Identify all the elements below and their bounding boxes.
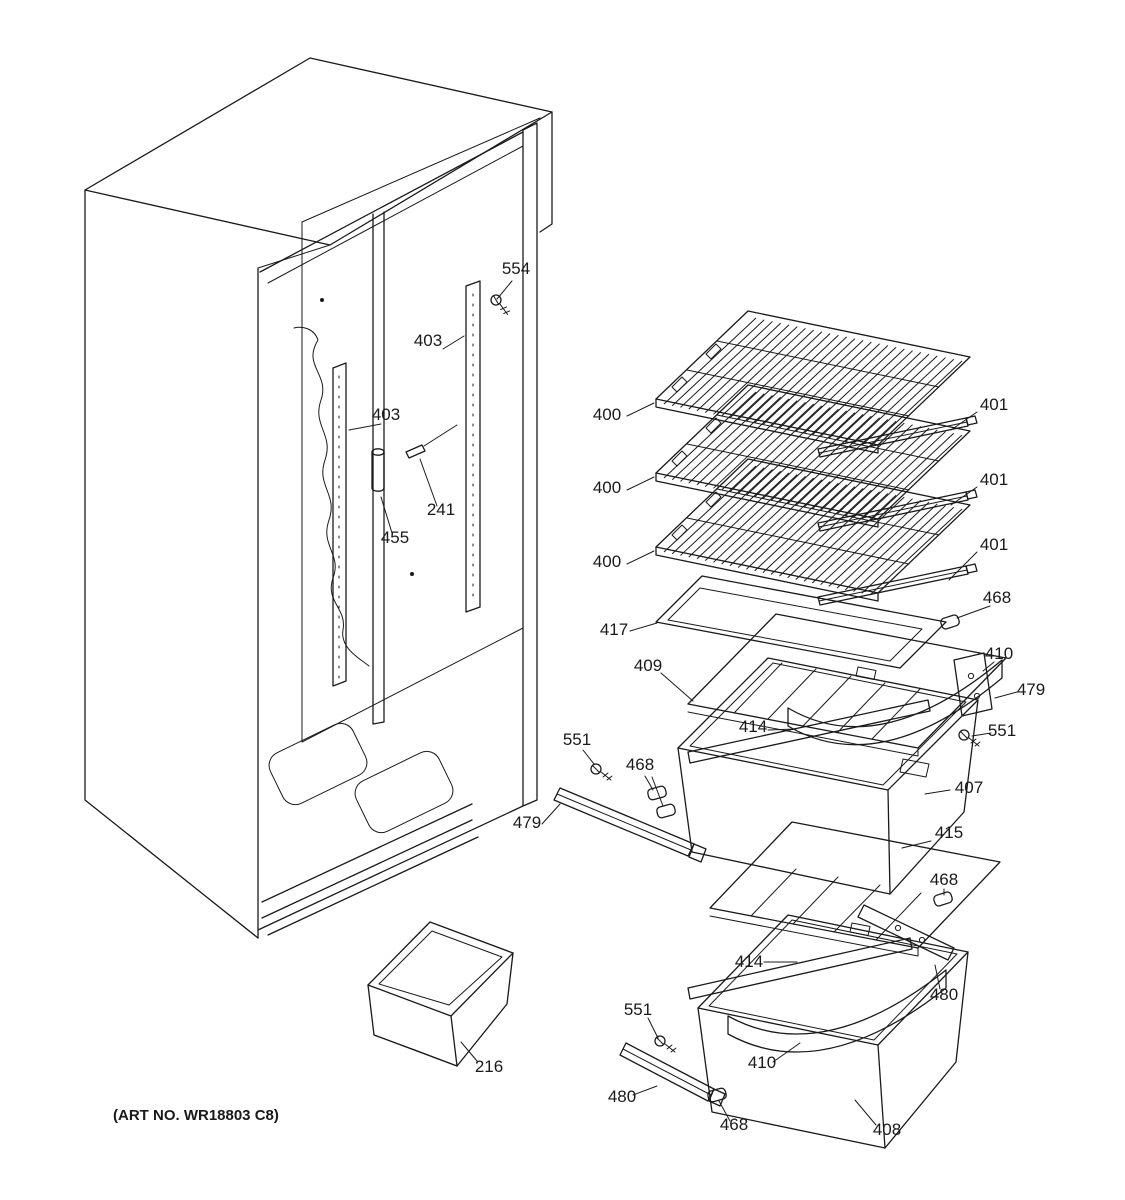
glass-shelf-415 [709,821,1001,957]
side-rail-401-1 [817,415,978,458]
part-label-551-right: 551 [988,721,1016,740]
part-label-409: 409 [634,656,662,675]
wire-shelf-400-2 [655,384,971,528]
bin-216 [367,921,514,1067]
rail-479-left [553,787,707,863]
part-label-468-4: 468 [720,1115,748,1134]
drawer-408 [697,914,969,1149]
part-label-400-3: 400 [593,552,621,571]
shelf-frame-417 [655,575,947,669]
leader-lines [348,280,1018,1126]
part-label-216: 216 [475,1057,503,1076]
part-label-468-1: 468 [983,588,1011,607]
drawer-front-414-upper [687,699,931,764]
part-labels: 554 403 403 400 401 400 401 400 401 241 … [113,259,1045,1139]
bracket-479-right [953,652,993,717]
shelf-frame-410-upper [787,659,1003,746]
drawer-407 [677,657,979,895]
part-label-468-3: 468 [930,870,958,889]
part-label-414-upper: 414 [739,717,767,736]
shelf-frame-410-lower [727,969,947,1053]
part-label-241: 241 [427,500,455,519]
part-label-415: 415 [935,823,963,842]
drawer-front-414-lower [687,937,913,1000]
part-label-554: 554 [502,259,530,278]
part-label-410-lower: 410 [748,1053,776,1072]
wire-shelf-400-1 [655,310,971,454]
side-rail-401-3 [817,563,978,606]
part-label-417: 417 [600,620,628,639]
part-241 [405,424,458,459]
part-label-551-lower: 551 [624,1000,652,1019]
screw-551-right [958,729,981,747]
side-rail-401-2 [817,489,978,532]
rail-480-left [619,1042,726,1107]
part-label-408: 408 [873,1120,901,1139]
part-label-468-2: 468 [626,755,654,774]
part-label-400-2: 400 [593,478,621,497]
screw-551-left [590,763,613,781]
part-label-403-right: 403 [414,331,442,350]
part-label-479-left: 479 [513,813,541,832]
part-label-401-3: 401 [980,535,1008,554]
floor-pan-slot [354,750,454,834]
glass-shelf-409 [687,613,1007,757]
part-label-407: 407 [955,778,983,797]
clip-468-b [655,802,677,820]
screw-554 [487,293,514,316]
part-label-455: 455 [381,528,409,547]
mounting-rail-403-left [332,362,347,687]
part-label-414-lower: 414 [735,952,763,971]
part-455 [371,448,385,492]
part-label-480-left: 480 [608,1087,636,1106]
clip-468-a [646,784,668,802]
cabinet [84,57,553,939]
part-label-479-right: 479 [1017,680,1045,699]
clip-468-d [932,890,954,908]
part-label-410-upper: 410 [985,644,1013,663]
part-label-551-left: 551 [563,730,591,749]
part-label-480-right: 480 [930,985,958,1004]
floor-pan-slot [268,722,368,806]
mounting-rail-403-right [465,280,481,613]
part-label-400-1: 400 [593,405,621,424]
part-label-401-1: 401 [980,395,1008,414]
art-number: (ART NO. WR18803 C8) [113,1107,279,1124]
water-line [293,326,370,667]
part-label-403-left: 403 [372,405,400,424]
part-label-401-2: 401 [980,470,1008,489]
